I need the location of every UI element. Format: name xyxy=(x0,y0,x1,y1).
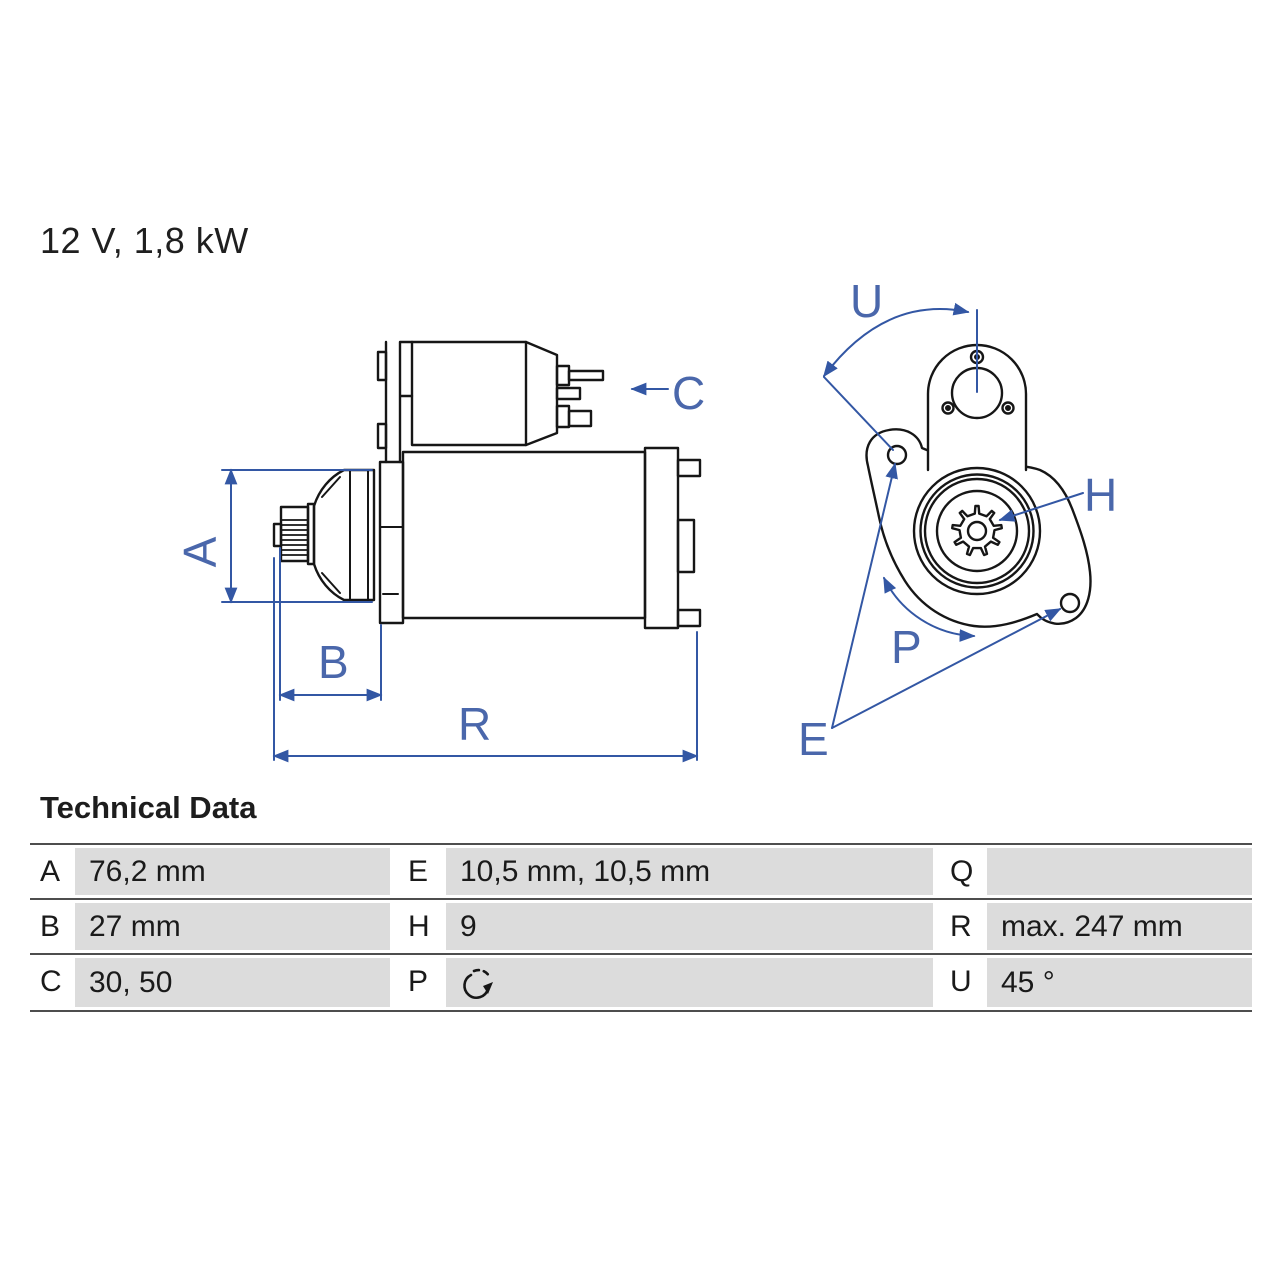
table-row: A 76,2 mm E 10,5 mm, 10,5 mm Q xyxy=(30,845,1252,900)
side-view-outline xyxy=(272,340,702,630)
mounting-hole-lower-right xyxy=(1059,592,1081,614)
table-value: 9 xyxy=(446,903,933,950)
table-value xyxy=(446,958,933,1007)
dimension-lines xyxy=(221,302,1084,763)
table-key: A xyxy=(30,848,75,895)
solenoid-body xyxy=(410,340,528,447)
table-value: 30, 50 xyxy=(75,958,390,1007)
front-pinion-gear xyxy=(951,504,1003,557)
table-value: max. 247 mm xyxy=(987,903,1252,950)
technical-data-table: A 76,2 mm E 10,5 mm, 10,5 mm Q B 27 mm H… xyxy=(30,843,1252,1012)
table-key: E xyxy=(390,848,446,895)
page-title: 12 V, 1,8 kW xyxy=(40,220,249,261)
table-key: P xyxy=(390,958,446,1007)
solenoid-cap xyxy=(524,340,559,447)
table-value: 76,2 mm xyxy=(75,848,390,895)
label-R: R xyxy=(458,698,491,750)
table-row: C 30, 50 P U 45 ° xyxy=(30,955,1252,1010)
table-key: B xyxy=(30,903,75,950)
drive-end-housing xyxy=(312,468,376,602)
gear-center-hole xyxy=(966,520,988,542)
label-A: A xyxy=(174,536,226,567)
table-key: Q xyxy=(933,848,987,895)
label-P: P xyxy=(891,621,922,673)
front-view-outline xyxy=(865,343,1092,628)
pinion-gear xyxy=(279,505,310,563)
dimension-labels: A B R C U H P E xyxy=(174,275,1117,765)
pinion-teeth-hatch xyxy=(280,519,309,556)
label-C: C xyxy=(672,367,705,419)
solenoid-terminals xyxy=(555,364,605,429)
bracket-arm xyxy=(384,340,414,464)
table-value: 45 ° xyxy=(987,958,1252,1007)
motor-body xyxy=(401,450,647,620)
technical-drawing: A B R C U H P E xyxy=(174,275,1117,765)
motor-end-cap xyxy=(643,446,680,630)
label-E: E xyxy=(798,713,829,765)
dim-line-H xyxy=(998,492,1084,522)
mounting-flange-plate xyxy=(378,460,405,625)
section-heading: Technical Data xyxy=(40,790,257,825)
dim-line-E2 xyxy=(831,608,1062,729)
table-key: U xyxy=(933,958,987,1007)
label-H: H xyxy=(1084,469,1117,521)
table-key: R xyxy=(933,903,987,950)
dim-line-E1 xyxy=(831,462,898,729)
dim-arc-P xyxy=(883,576,976,642)
rotation-direction-icon xyxy=(463,968,493,999)
table-key: C xyxy=(30,958,75,1007)
table-value xyxy=(987,848,1252,895)
label-B: B xyxy=(318,636,349,688)
table-row: B 27 mm H 9 R max. 247 mm xyxy=(30,900,1252,955)
table-value: 27 mm xyxy=(75,903,390,950)
label-U: U xyxy=(850,275,883,327)
table-key: H xyxy=(390,903,446,950)
table-value: 10,5 mm, 10,5 mm xyxy=(446,848,933,895)
dim-arc-U xyxy=(823,302,970,378)
